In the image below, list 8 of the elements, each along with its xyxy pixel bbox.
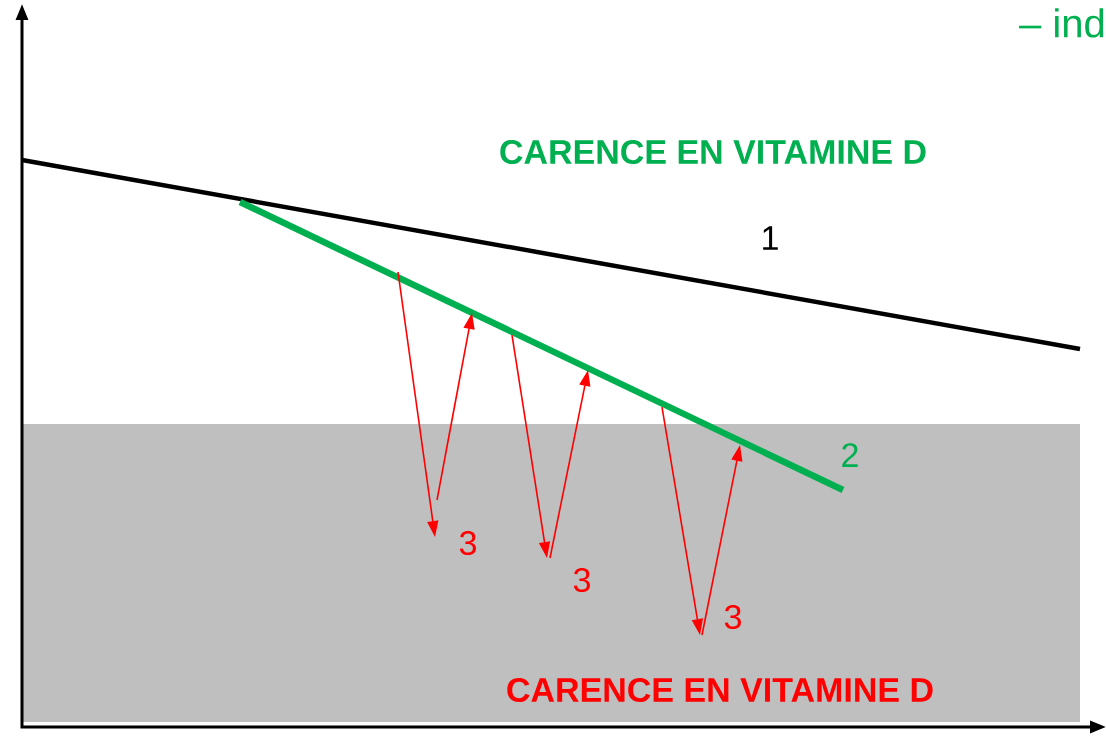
heading-text: CARENCE EN VITAMINE D [500,139,926,165]
heading-text: CARENCE EN VITAMINE D [507,677,933,703]
curve-number: 2 [842,443,858,467]
label-text: – ind [1019,8,1104,38]
curve-number: 1 [763,226,778,250]
curve-number: 3 [573,567,590,593]
curve-number: 3 [724,604,741,630]
curve-number: 3 [459,530,476,556]
